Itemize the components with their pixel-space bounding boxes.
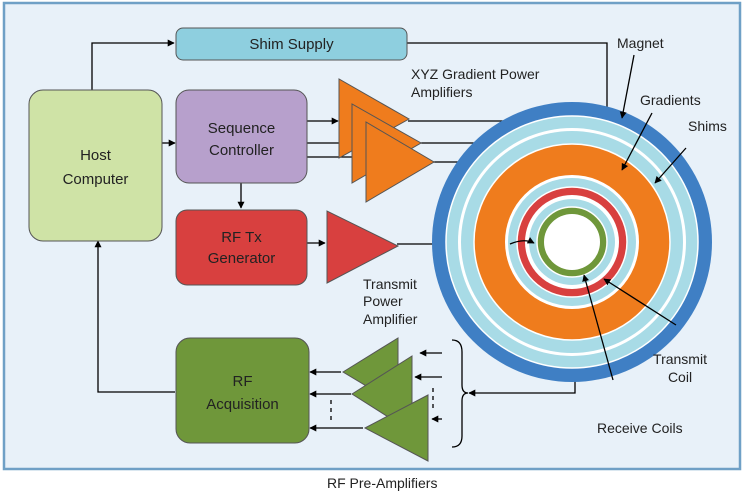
arrow-host-to-shim-supply <box>91 39 175 90</box>
pointer-shims <box>654 147 687 184</box>
host-computer-block <box>28 89 163 242</box>
rf-preamplifier-3 <box>363 394 429 462</box>
gradient-amplifier-z <box>365 121 435 203</box>
shims-label: Shims <box>688 118 727 134</box>
ring-pointers <box>509 54 687 381</box>
xyz-gradient-label-line1: XYZ Gradient Power <box>411 66 540 82</box>
rf-preamplifiers-label: RF Pre-Amplifiers <box>327 475 437 491</box>
preamp-input-bracket <box>451 339 469 448</box>
arrow-shim-supply-to-shims <box>407 42 611 136</box>
rf-tx-label-line1: RF Tx <box>221 229 262 246</box>
receive-coils-label: Receive Coils <box>597 420 683 436</box>
sequence-controller-label-line1: Sequence <box>208 120 276 137</box>
transmit-amp-label-line2: Power <box>363 293 403 309</box>
transmit-power-amplifier <box>326 210 400 284</box>
pointer-gradients <box>621 112 653 171</box>
bore <box>544 214 600 270</box>
pointer-receive-coil <box>582 274 614 381</box>
transmit-amp-label-line3: Amplifier <box>363 311 418 327</box>
shim-supply-label: Shim Supply <box>249 36 334 53</box>
rf-acquisition-label-line1: RF <box>233 373 253 390</box>
shim-supply-block <box>175 27 408 61</box>
arrow-transmit-amp-to-ring <box>509 237 535 245</box>
magnet-label: Magnet <box>617 35 664 51</box>
xyz-gradient-label-line2: Amplifiers <box>411 84 472 100</box>
pointer-transmit-coil <box>603 278 677 326</box>
sequence-controller-block <box>175 89 308 184</box>
rf-acquisition-block <box>175 337 310 444</box>
gradients-label: Gradients <box>640 92 701 108</box>
pointer-magnet <box>619 54 635 119</box>
transmit-amp-label-line1: Transmit <box>363 276 417 292</box>
transmit-coil-label-line1: Transmit <box>653 351 707 367</box>
host-computer-label-line1: Host <box>80 147 112 164</box>
sequence-controller-label-line2: Controller <box>209 142 274 159</box>
scanner-rings <box>432 102 712 382</box>
transmit-coil-label-line2: Coil <box>668 369 692 385</box>
rf-acquisition-label-line2: Acquisition <box>206 396 279 413</box>
host-computer-label-line2: Computer <box>63 171 129 188</box>
arrow-acquisition-to-host <box>94 240 175 393</box>
rf-tx-label-line2: Generator <box>208 250 276 267</box>
rf-tx-generator-block <box>175 209 308 286</box>
